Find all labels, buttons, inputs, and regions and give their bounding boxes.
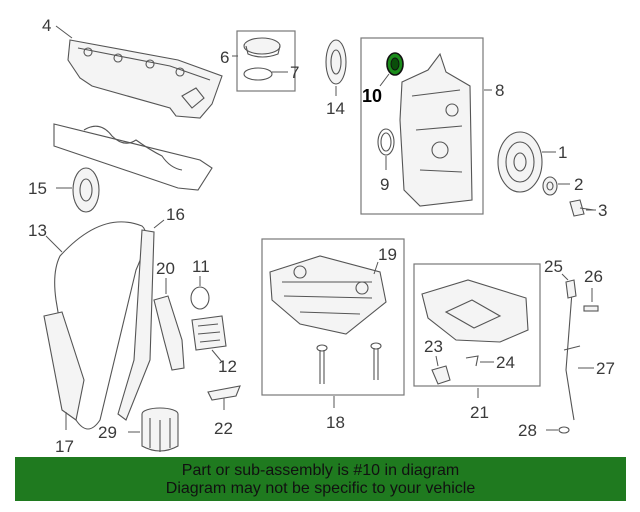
dipstick-oring-part[interactable]	[558, 426, 570, 434]
tensioner-guide-part[interactable]	[153, 295, 185, 371]
chain-guide-part[interactable]	[117, 229, 155, 421]
callout-14: 14	[326, 99, 345, 118]
callout-27: 27	[596, 359, 615, 378]
part-info-banner: Part or sub-assembly is #10 in diagram D…	[15, 457, 626, 501]
callout-29: 29	[98, 423, 117, 442]
dipstick-seal-part[interactable]	[583, 305, 599, 312]
banner-line-disclaimer: Diagram may not be specific to your vehi…	[165, 480, 476, 497]
chain-tensioner-part[interactable]	[191, 315, 227, 351]
callout-6: 6	[220, 48, 229, 67]
tensioner-arm-part[interactable]	[43, 311, 85, 421]
pulley-bolt-part[interactable]	[569, 199, 595, 217]
callout-28: 28	[518, 421, 537, 440]
banner-line-part-number: Part or sub-assembly is #10 in diagram	[181, 462, 460, 479]
callout-13: 13	[28, 221, 47, 240]
callout-9: 9	[380, 175, 389, 194]
valve-cover-gasket-part[interactable]	[53, 123, 213, 191]
callout-17: 17	[55, 437, 74, 456]
callout-15: 15	[28, 179, 47, 198]
callout-7: 7	[290, 63, 299, 82]
tensioner-gasket-part[interactable]	[190, 286, 210, 310]
oil-cap-group-box	[236, 30, 296, 92]
callout-25: 25	[544, 257, 563, 276]
callout-12: 12	[218, 357, 237, 376]
camshaft-sprocket-part[interactable]	[325, 39, 347, 85]
callout-2: 2	[574, 175, 583, 194]
timing-cover-group-box	[360, 37, 484, 215]
callout-1: 1	[558, 143, 567, 162]
callout-18: 18	[326, 413, 345, 432]
oil-cap-seal-part[interactable]	[243, 67, 273, 81]
oil-filler-cap-part[interactable]	[243, 37, 281, 58]
drain-plug-part[interactable]	[431, 365, 451, 385]
callout-20: 20	[156, 259, 175, 278]
oil-pan-group-box	[413, 263, 541, 387]
pulley-washer-part[interactable]	[542, 176, 558, 196]
oil-filter-part[interactable]	[141, 407, 179, 452]
front-crankshaft-seal-part[interactable]	[377, 128, 395, 156]
callout-11: 11	[192, 257, 210, 276]
crankshaft-sprocket-part[interactable]	[72, 167, 100, 213]
callout-23: 23	[424, 337, 443, 356]
balance-shaft-group-box	[261, 238, 405, 396]
oil-pan-part[interactable]	[421, 279, 529, 343]
timing-chain-part[interactable]	[54, 221, 147, 430]
callout-21: 21	[470, 403, 489, 422]
callout-24: 24	[496, 353, 515, 372]
balance-shaft-assembly-part[interactable]	[269, 255, 387, 335]
valve-cover-part[interactable]	[67, 39, 223, 119]
callout-16: 16	[166, 205, 185, 224]
drain-plug-gasket-part[interactable]	[465, 355, 479, 367]
balance-shaft-bolts-part[interactable]	[316, 342, 382, 384]
callout-8: 8	[495, 81, 504, 100]
callout-22: 22	[214, 419, 233, 438]
callout-10: 10	[362, 86, 382, 106]
crankshaft-pulley-part[interactable]	[497, 131, 543, 193]
callout-4: 4	[42, 16, 51, 35]
callout-26: 26	[584, 267, 603, 286]
oil-seal-highlight-part[interactable]	[386, 52, 404, 76]
dipstick-part[interactable]	[565, 279, 577, 299]
chain-bracket-part[interactable]	[207, 385, 241, 401]
callout-3: 3	[598, 201, 607, 220]
timing-chain-cover-part[interactable]	[399, 52, 473, 207]
dipstick-tube-part[interactable]	[563, 291, 581, 421]
callout-19: 19	[378, 245, 397, 264]
